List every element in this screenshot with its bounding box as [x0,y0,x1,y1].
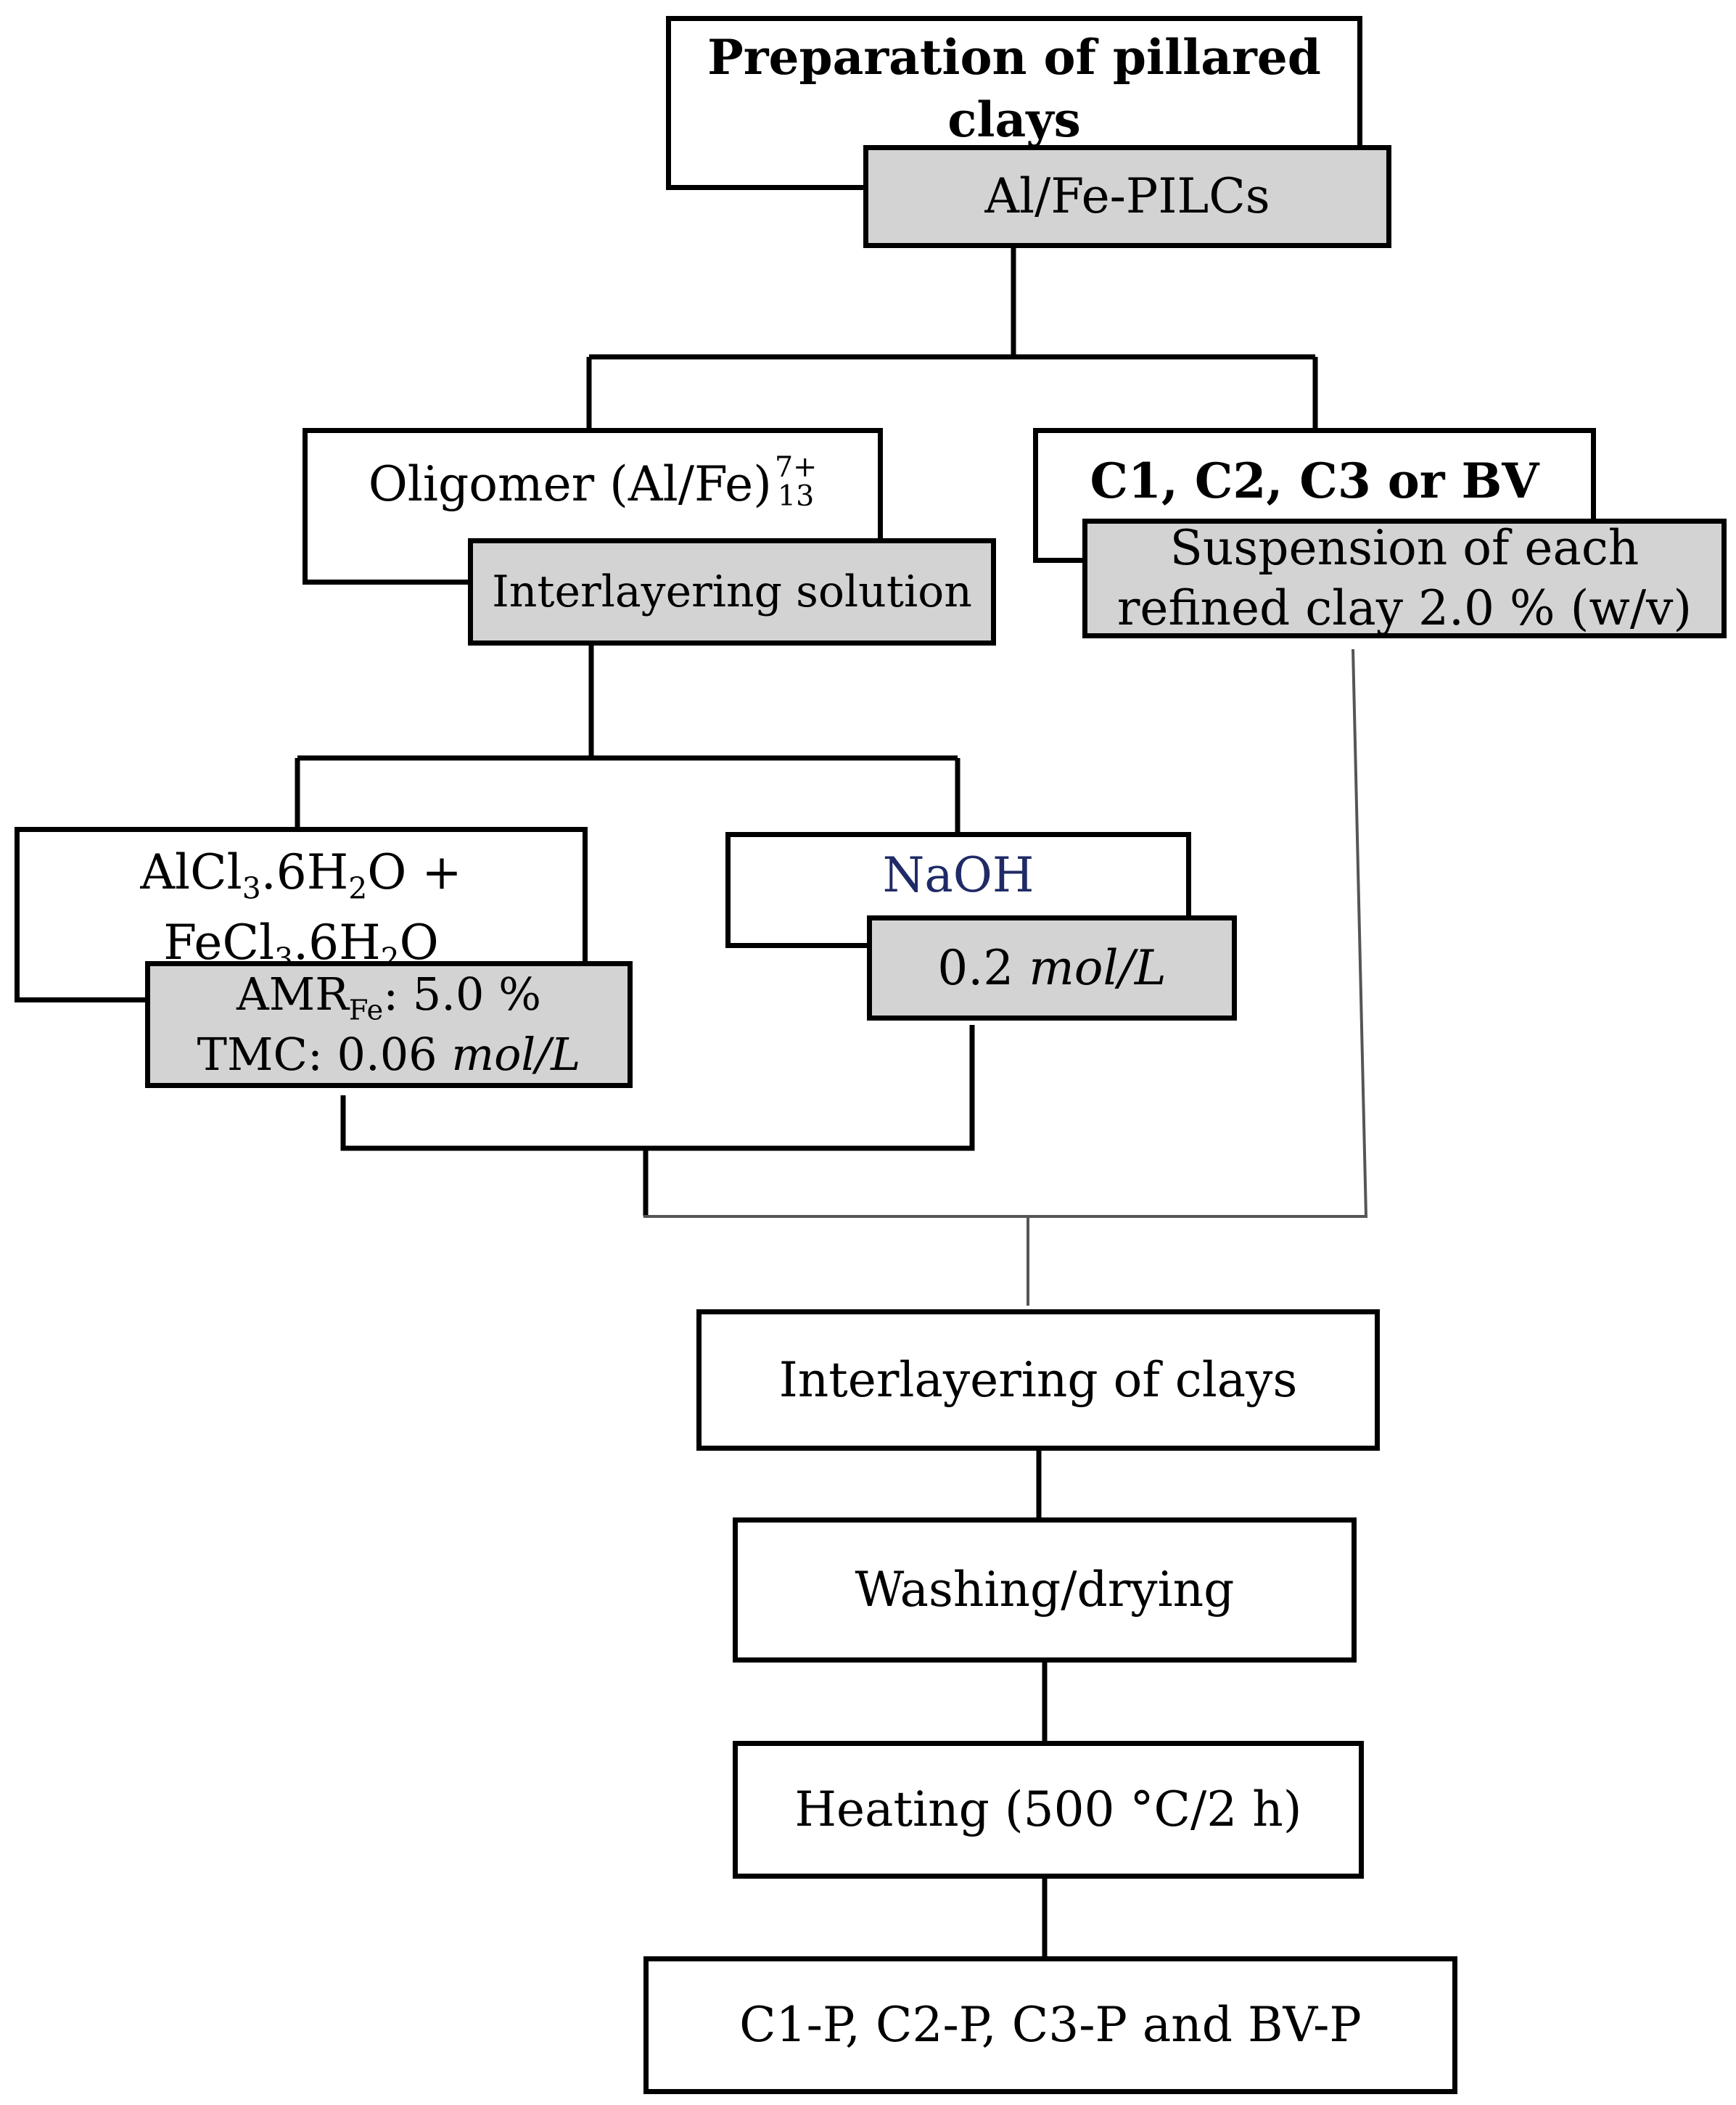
naoh-label: NaOH [882,847,1034,903]
al-end: O + [367,844,462,900]
connector-reagents-merge [340,1025,975,1216]
naoh-concentration: 0.2 mol/L [937,937,1166,1000]
interlayering-box: Interlayering of clays [696,1309,1380,1451]
tmc-prefix: TMC: 0.06 [197,1027,452,1081]
amr-value: : 5.0 % [383,968,542,1021]
al-sub2: 2 [348,871,368,907]
heating-box: Heating (500 °C/2 h) [733,1741,1364,1879]
products-label: C1-P, C2-P, C3-P and BV-P [739,1997,1362,2053]
tmc-unit: mol/L [451,1027,581,1081]
alfe-pilcs-box: Al/Fe-PILCs [863,145,1391,248]
suspension-line1: Suspension of each [1169,520,1640,576]
connector-suspension-merge [643,648,1368,1306]
preparation-line2: clays [947,91,1081,148]
tmc-line: TMC: 0.06 mol/L [197,1028,581,1082]
clays-label: C1, C2, C3 or BV [1090,453,1539,509]
salts-al: AlCl3.6H2O + [140,839,461,910]
salts-box: AlCl3.6H2O + FeCl3.6H2O [15,827,588,1002]
products-box: C1-P, C2-P, C3-P and BV-P [643,1956,1457,2094]
oligomer-count: 13 [777,479,815,513]
al-mid: .6H [260,844,349,900]
interlayering-solution-label: Interlayering solution [492,567,972,617]
amr-box: AMRFe: 5.0 % TMC: 0.06 mol/L [145,961,633,1088]
heating-label: Heating (500 °C/2 h) [794,1781,1302,1838]
washing-box: Washing/drying [733,1517,1357,1663]
al-formula: AlCl [140,844,242,900]
alfe-pilcs-label: Al/Fe-PILCs [984,168,1270,225]
connector-top-split [586,247,1318,428]
amr-sub: Fe [348,994,384,1027]
interlayering-solution-box: Interlayering solution [468,538,996,646]
oligomer-prefix: Oligomer (Al/Fe) [368,456,772,512]
suspension-line2: refined clay 2.0 % (w/v) [1116,580,1692,636]
suspension-box: Suspension of each refined clay 2.0 % (w… [1082,519,1727,638]
naoh-unit: mol/L [1029,939,1167,996]
washing-label: Washing/drying [855,1562,1235,1618]
amr-line: AMRFe: 5.0 % [197,968,581,1028]
naoh-value: 0.2 [937,939,1029,996]
oligomer-charge: 7+ [774,450,818,485]
preparation-line1: Preparation of pillared [707,29,1321,86]
clays-box: C1, C2, C3 or BV [1033,428,1596,563]
interlayering-label: Interlayering of clays [778,1351,1298,1408]
connector-solution-split [295,646,960,832]
oligomer-label: Oligomer (Al/Fe)7+13 [369,453,818,517]
al-sub: 3 [242,871,261,907]
naoh-concentration-box: 0.2 mol/L [867,915,1237,1021]
amr-prefix: AMR [236,968,349,1021]
